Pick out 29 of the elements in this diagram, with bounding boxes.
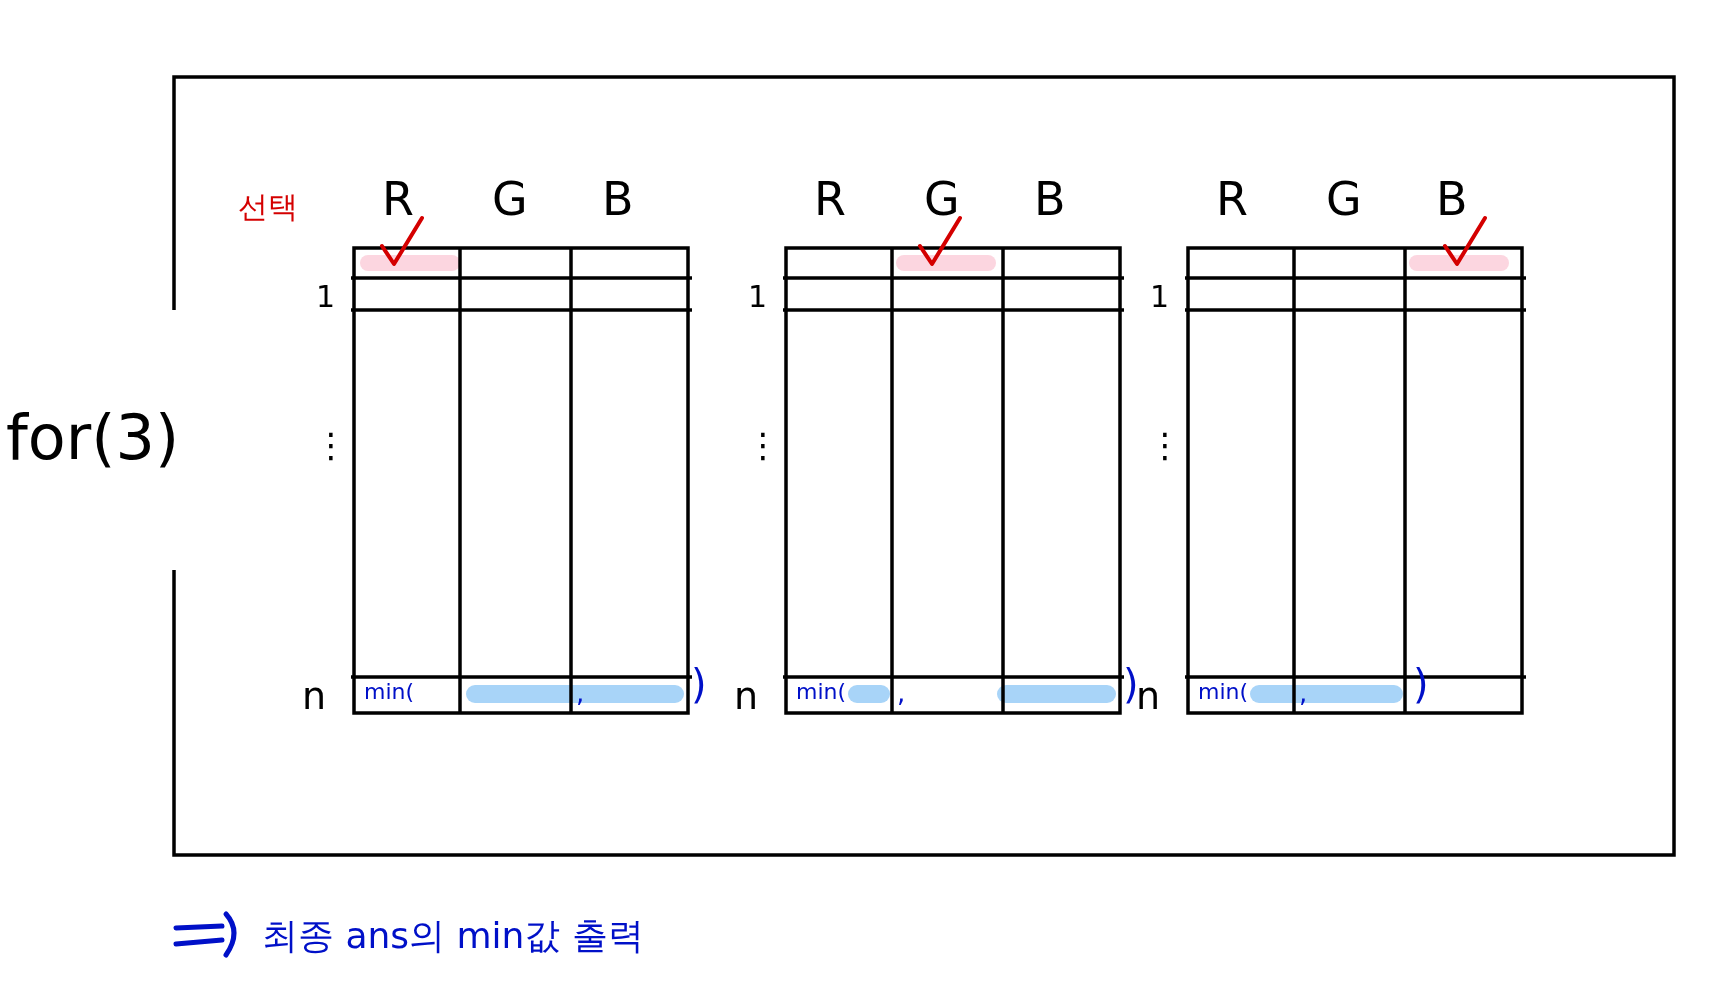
column-header: R: [382, 176, 414, 222]
column-header: R: [1216, 176, 1248, 222]
column-header: B: [1436, 176, 1468, 222]
row-label: n: [1136, 677, 1161, 715]
column-header: G: [492, 176, 528, 222]
result-note: 최종 ans의 min값 출력: [262, 918, 644, 954]
row-ellipsis: ⋮: [1148, 428, 1182, 462]
min-expression: min(: [796, 681, 847, 703]
column-header: R: [814, 176, 846, 222]
row-label: n: [302, 677, 327, 715]
comma-mark: ,: [897, 680, 906, 706]
comma-mark: ,: [576, 680, 585, 706]
closing-paren: ): [691, 664, 707, 704]
column-header: B: [1034, 176, 1066, 222]
row-ellipsis: ⋮: [314, 428, 348, 462]
min-expression: min(: [364, 681, 415, 703]
loop-label: for(3): [6, 407, 180, 469]
annotation-text: 선택: [238, 192, 298, 222]
row-label: 1: [748, 282, 768, 312]
comma-mark: ,: [1299, 680, 1308, 706]
min-expression: min(: [1198, 681, 1249, 703]
row-label: 1: [316, 282, 336, 312]
row-ellipsis: ⋮: [746, 428, 780, 462]
row-label: 1: [1150, 282, 1170, 312]
column-header: G: [1326, 176, 1362, 222]
column-header: B: [602, 176, 634, 222]
column-header: G: [924, 176, 960, 222]
closing-paren: ): [1123, 664, 1139, 704]
row-label: n: [734, 677, 759, 715]
